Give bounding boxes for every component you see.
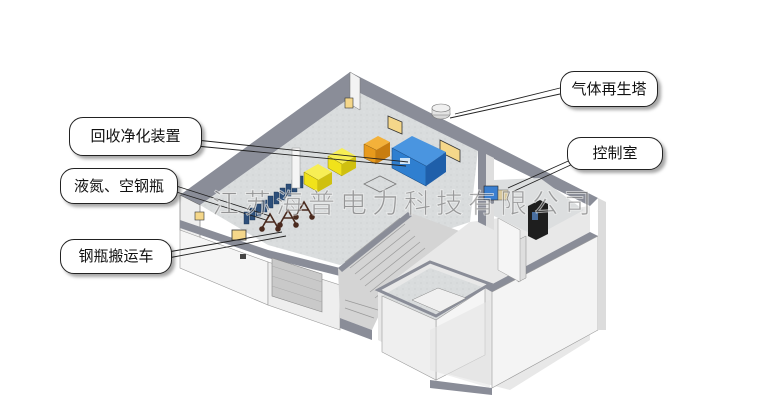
pillar [291,147,301,189]
garage-door [271,257,323,313]
cylinder-carts [259,200,315,232]
company-watermark: 江苏海普电力科技有限公司 [212,189,596,221]
callout-recovery-purification-label: 回收净化装置 [90,127,181,145]
callout-regeneration-tower: 气体再生塔 [560,71,658,107]
callout-cylinder-cart-label: 钢瓶搬运车 [78,247,154,265]
callout-cylinder-cart: 钢瓶搬运车 [60,239,172,274]
callout-cylinders-label: 液氮、空钢瓶 [73,176,164,195]
leader-lines [167,87,576,259]
callout-control-room: 控制室 [567,137,663,170]
left-outer-wall [180,72,358,205]
staircase [338,212,462,330]
callout-control-room-label: 控制室 [592,144,638,162]
recovery-unit [392,136,446,166]
callout-regeneration-tower-label: 气体再生塔 [571,79,647,98]
regeneration-tower [431,103,451,120]
orange-equipment [364,136,390,150]
callout-cylinders: 液氮、空钢瓶 [60,168,178,204]
callout-recovery-purification: 回收净化装置 [69,117,202,156]
back-wall [350,72,598,206]
